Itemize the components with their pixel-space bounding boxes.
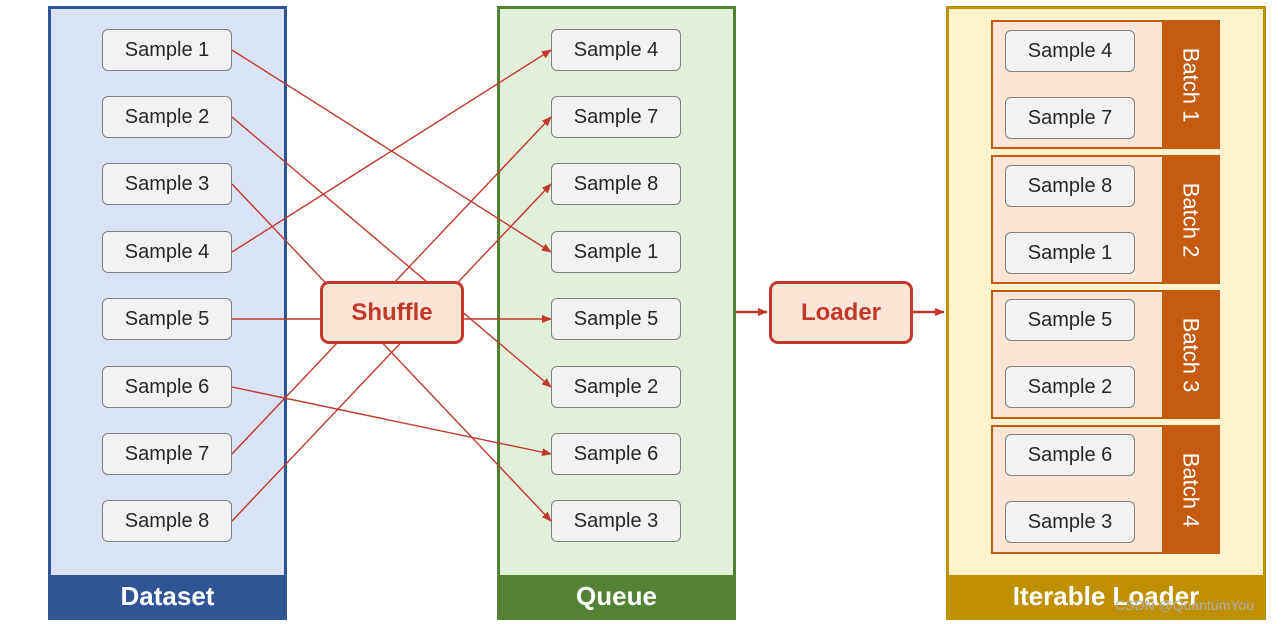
loader-box: Loader xyxy=(769,281,913,344)
batch-sample: Sample 7 xyxy=(1005,97,1135,139)
dataset-sample: Sample 1 xyxy=(102,29,232,71)
dataset-sample: Sample 5 xyxy=(102,298,232,340)
batch-sample: Sample 1 xyxy=(1005,232,1135,274)
iterable-loader-label: Iterable Loader xyxy=(949,575,1263,617)
shuffle-line xyxy=(231,183,552,522)
batch-sample: Sample 3 xyxy=(1005,501,1135,543)
batch-sample: Sample 8 xyxy=(1005,165,1135,207)
queue-sample: Sample 7 xyxy=(551,96,681,138)
queue-sample: Sample 8 xyxy=(551,163,681,205)
dataset-sample: Sample 3 xyxy=(102,163,232,205)
dataset-sample: Sample 8 xyxy=(102,500,232,542)
shuffle-line xyxy=(231,386,552,457)
batch-sample: Sample 5 xyxy=(1005,299,1135,341)
dataset-sample: Sample 4 xyxy=(102,231,232,273)
queue-sample: Sample 5 xyxy=(551,298,681,340)
dataset-label: Dataset xyxy=(51,575,284,617)
queue-sample: Sample 1 xyxy=(551,231,681,273)
batch-sample: Sample 4 xyxy=(1005,30,1135,72)
batch-label-tab: Batch 4 xyxy=(1162,427,1218,552)
shuffle-line xyxy=(231,49,552,253)
batch-sample: Sample 2 xyxy=(1005,366,1135,408)
shuffle-line xyxy=(231,116,552,388)
dataset-sample: Sample 2 xyxy=(102,96,232,138)
queue-sample: Sample 2 xyxy=(551,366,681,408)
dataset-sample: Sample 6 xyxy=(102,366,232,408)
batch-label-tab: Batch 1 xyxy=(1162,22,1218,147)
queue-sample: Sample 4 xyxy=(551,29,681,71)
shuffle-box: Shuffle xyxy=(320,281,464,344)
watermark: CSDN @QuantumYou xyxy=(1115,597,1254,613)
queue-sample: Sample 3 xyxy=(551,500,681,542)
batch-label-tab: Batch 2 xyxy=(1162,157,1218,282)
dataset-sample: Sample 7 xyxy=(102,433,232,475)
queue-label: Queue xyxy=(500,575,733,617)
batch-sample: Sample 6 xyxy=(1005,434,1135,476)
batch-label-tab: Batch 3 xyxy=(1162,292,1218,417)
